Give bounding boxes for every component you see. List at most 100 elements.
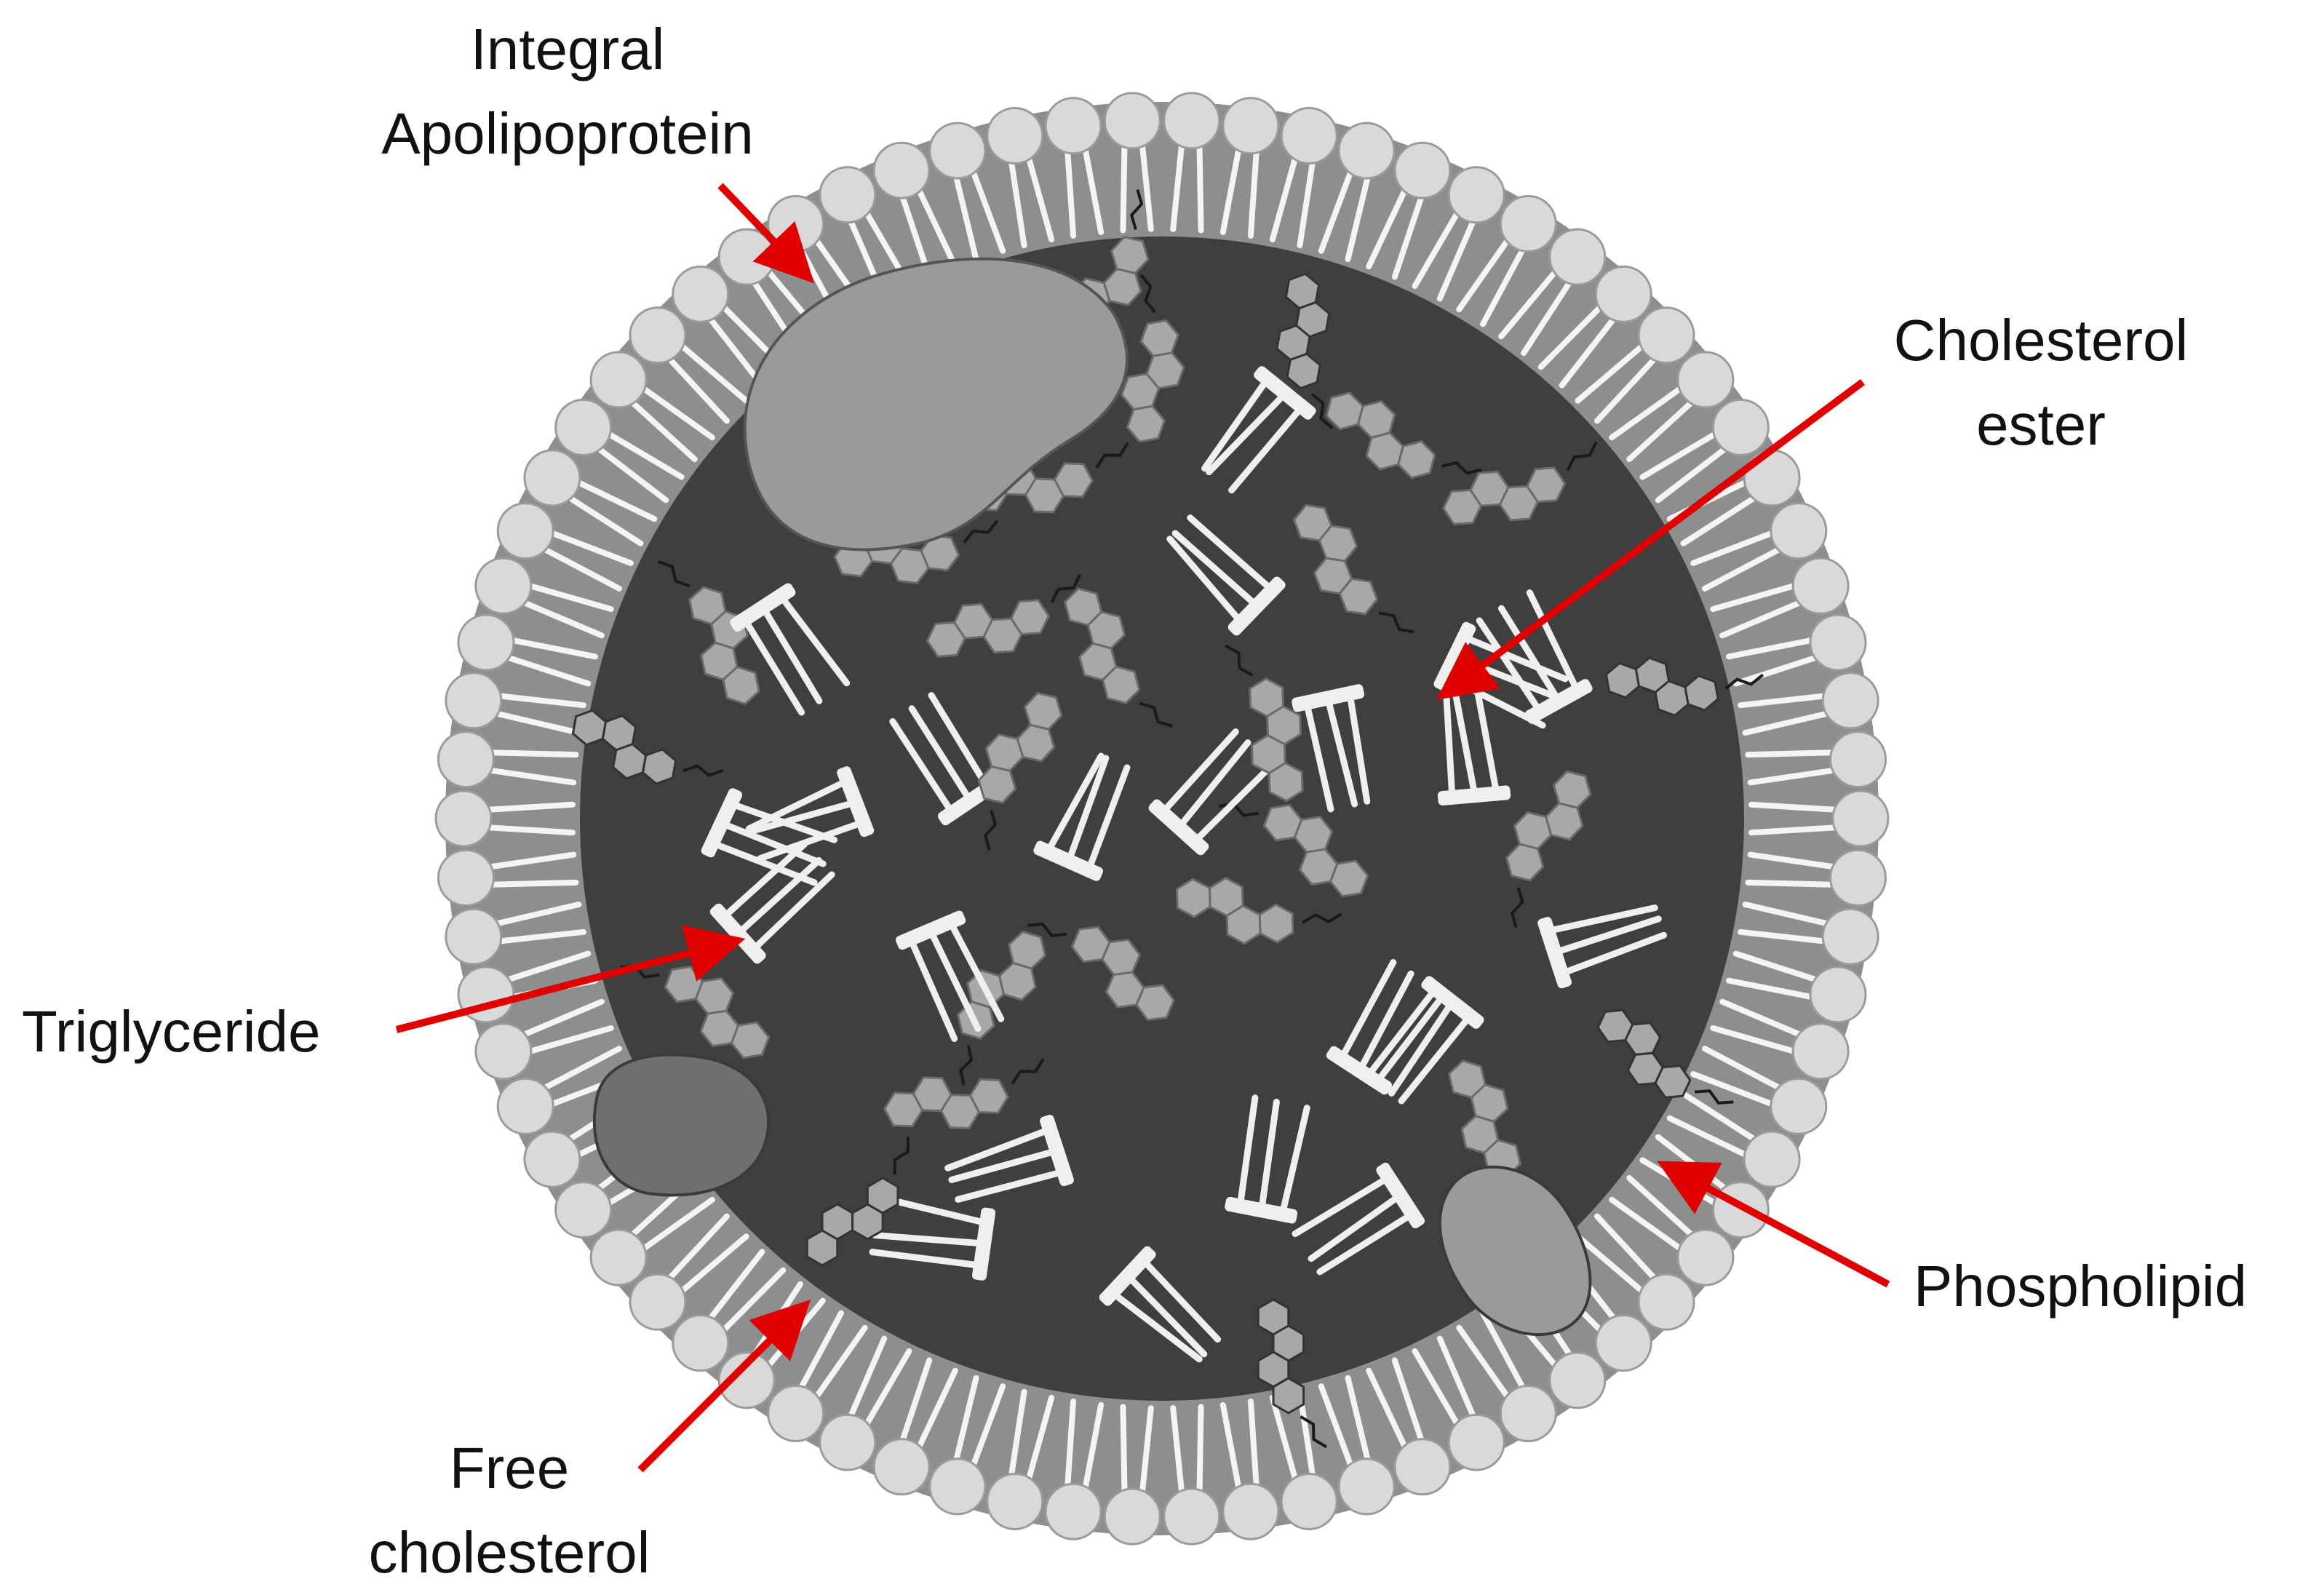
triglyceride xyxy=(896,910,1005,1042)
cholesterol-ester xyxy=(1441,441,1598,525)
fatty-acid-chain xyxy=(745,621,805,716)
label-arrows xyxy=(395,183,1890,1473)
triglyceride xyxy=(1033,752,1131,881)
phospholipid xyxy=(1318,1375,1396,1516)
glycerol-backbone xyxy=(1225,1196,1298,1224)
fatty-acid-tail xyxy=(1680,1091,1760,1145)
ester-chain xyxy=(1694,1089,1734,1105)
fatty-acid-tail xyxy=(1710,1025,1800,1056)
fatty-acid-chain xyxy=(1088,764,1131,867)
sterol-ring xyxy=(1272,1377,1305,1415)
phospholipid-head xyxy=(1821,672,1879,730)
phospholipid xyxy=(474,557,614,639)
phospholipid-head xyxy=(1791,1022,1850,1081)
phospholipid-head xyxy=(1548,1351,1607,1409)
fatty-acid-tail xyxy=(1081,143,1105,236)
phospholipid-head xyxy=(1743,449,1801,507)
label-line: Free xyxy=(449,1436,570,1500)
phospholipid xyxy=(928,1375,1006,1516)
fatty-acid-tail xyxy=(484,851,577,870)
fatty-acid-tail xyxy=(1008,156,1027,249)
label-triglyceride: Triglyceride xyxy=(22,990,371,1074)
glycerol-backbone xyxy=(1099,1246,1156,1306)
phospholipid xyxy=(629,1213,749,1331)
fatty-acid-tail xyxy=(1738,693,1831,709)
fatty-acid-chain xyxy=(948,1149,1054,1183)
phospholipid xyxy=(1537,265,1652,389)
phospholipid-head xyxy=(872,1438,931,1496)
fatty-acid-chain xyxy=(1526,589,1578,688)
glycerol-backbone xyxy=(837,766,875,838)
fatty-acid-tail xyxy=(485,879,579,888)
label-line: Apolipoprotein xyxy=(381,101,754,166)
sterol-ring xyxy=(920,534,960,572)
phospholipid xyxy=(1575,1213,1695,1331)
phospholipid xyxy=(1163,92,1221,234)
phospholipid xyxy=(437,731,579,789)
ester-chain xyxy=(1050,573,1082,603)
phospholipid-head xyxy=(523,449,581,507)
sterol-ring xyxy=(1070,926,1111,963)
fatty-acid-chain xyxy=(944,1129,1047,1172)
fatty-acid-tail xyxy=(1139,139,1154,232)
phospholipid xyxy=(1639,398,1770,504)
fatty-acid-chain xyxy=(1558,915,1662,954)
sterol-ring xyxy=(1249,677,1285,718)
cholesterol-ester xyxy=(1063,587,1173,728)
fatty-acid-chain xyxy=(1201,381,1267,472)
label-line: Phospholipid xyxy=(1914,1254,2248,1318)
phospholipid xyxy=(1748,789,1890,848)
fatty-acid-chain xyxy=(725,822,827,867)
phospholipid xyxy=(1710,557,1850,639)
phospholipid xyxy=(672,265,787,389)
triglyceride xyxy=(1365,976,1484,1105)
ester-chain xyxy=(1302,912,1342,924)
sterol-ring xyxy=(1286,352,1321,390)
sterol-ring xyxy=(1101,665,1141,705)
fatty-acid-tail xyxy=(1024,1394,1055,1485)
fatty-acid-tail xyxy=(572,477,658,522)
fatty-acid-chain xyxy=(1048,752,1105,849)
phospholipid xyxy=(1366,141,1452,280)
fatty-acid-tail xyxy=(915,1367,958,1453)
cholesterol-ester xyxy=(1325,391,1482,480)
fatty-acid-tail xyxy=(482,801,576,813)
fatty-acid-tail xyxy=(969,1383,1006,1471)
fatty-acid-tail xyxy=(1456,1324,1513,1403)
fatty-acid-tail xyxy=(1745,749,1839,758)
sterol-ring xyxy=(1258,903,1294,944)
triglyceride xyxy=(1148,728,1276,856)
phospholipid-head xyxy=(445,672,503,730)
fatty-acid-tail xyxy=(1480,1310,1527,1393)
fatty-acid-chain xyxy=(1281,1105,1310,1211)
fatty-acid-chain xyxy=(1388,1005,1452,1097)
phospholipid-head xyxy=(872,141,931,199)
label-line: ester xyxy=(1976,392,2106,457)
fatty-acid-chain xyxy=(757,821,860,862)
fatty-acid-chain xyxy=(715,842,818,886)
apolipoproteins xyxy=(592,257,1592,1336)
fatty-acid-tail xyxy=(1269,1394,1300,1485)
phospholipid-head xyxy=(928,1457,987,1516)
fatty-acid-tail xyxy=(705,1249,765,1324)
fatty-acid-chain xyxy=(889,717,952,811)
fatty-acid-chain xyxy=(1348,697,1371,805)
phospholipid-head xyxy=(672,265,730,323)
phospholipid xyxy=(589,351,715,463)
fatty-acid-tail xyxy=(1719,998,1806,1039)
sterol-ring xyxy=(641,748,677,785)
phospholipid-head xyxy=(819,1413,877,1471)
phospholipid xyxy=(1044,97,1105,239)
fatty-acid-tail xyxy=(1391,191,1425,280)
fatty-acid-tail xyxy=(1738,928,1831,944)
ester-chain xyxy=(1011,1058,1045,1085)
ester-chain xyxy=(1095,442,1129,469)
glycerol-backbone xyxy=(1227,576,1286,636)
sterol-ring xyxy=(688,586,727,626)
glycerol-backbone xyxy=(1254,366,1316,420)
fatty-acid-tail xyxy=(1732,653,1823,687)
glycerol-backbone xyxy=(1033,840,1104,881)
label-cholesterol-ester: Cholesterol ester xyxy=(1804,298,2277,467)
